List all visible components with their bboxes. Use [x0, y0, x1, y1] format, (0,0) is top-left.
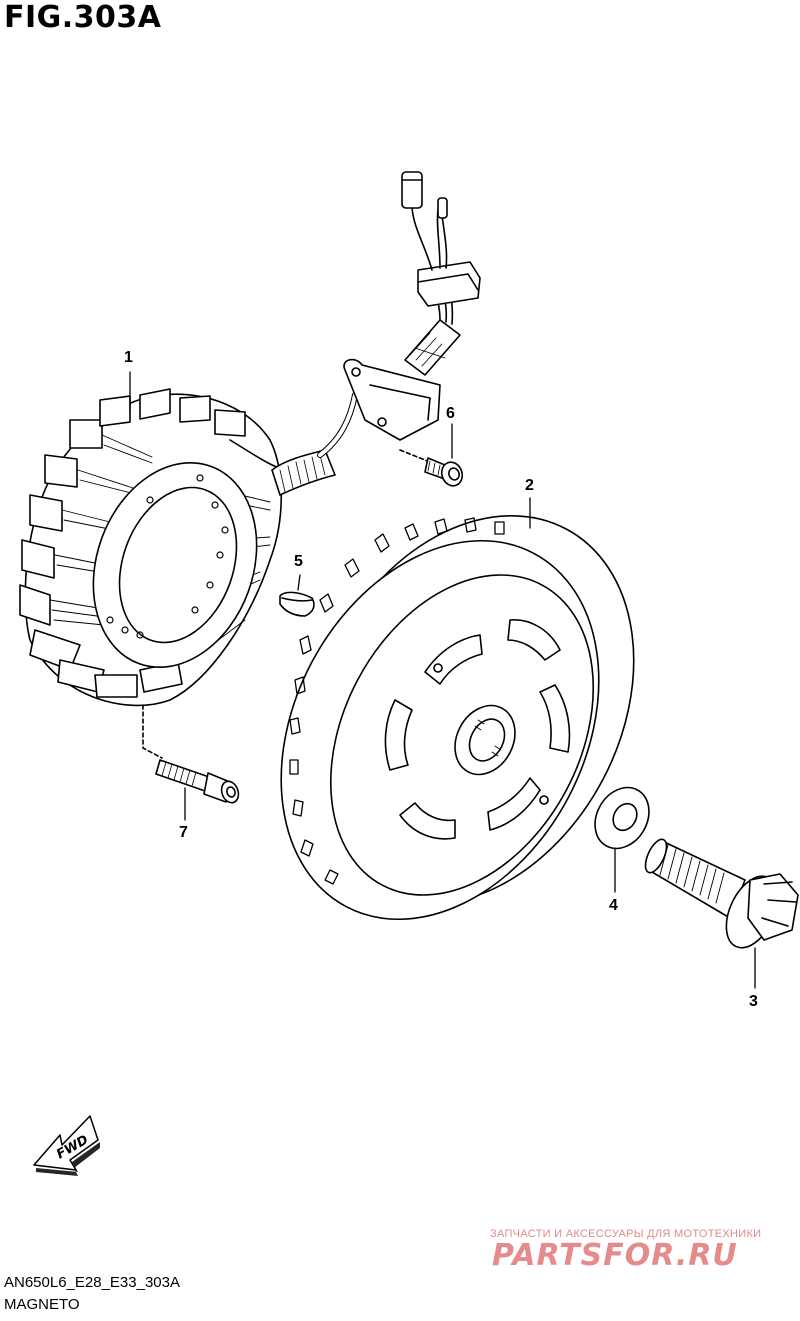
rotor-rim-slots	[289, 517, 505, 885]
callout-1: 1	[124, 349, 133, 366]
rotor-bolt-part[interactable]	[641, 836, 799, 955]
sensor-screw-part[interactable]	[399, 449, 466, 489]
pickup-sensor-harness	[271, 171, 481, 496]
figure-name: MAGNETO	[4, 1296, 80, 1313]
watermark-tagline: ЗАПЧАСТИ И АКСЕССУАРЫ ДЛЯ МОТОТЕХНИКИ	[490, 1228, 762, 1240]
stator-coil-group	[19, 388, 246, 698]
figure-code: AN650L6_E28_E33_303A	[4, 1274, 180, 1291]
rotor-part[interactable]	[218, 459, 699, 975]
callout-2: 2	[525, 477, 534, 494]
stator-bolt-part[interactable]	[142, 704, 241, 805]
forward-direction-arrow: FWD	[33, 1115, 100, 1176]
callout-5: 5	[294, 553, 303, 570]
callout-6: 6	[446, 405, 455, 422]
key-part[interactable]	[279, 591, 315, 617]
callout-3: 3	[749, 993, 758, 1010]
watermark-logo: PARTSFOR.RU	[492, 1238, 738, 1273]
callout-7: 7	[179, 824, 188, 841]
leader-lines	[129, 371, 756, 989]
figure-title: FIG.303A	[4, 0, 162, 35]
stator-part[interactable]	[19, 388, 291, 707]
washer-part[interactable]	[584, 778, 659, 858]
callout-4: 4	[609, 897, 618, 914]
